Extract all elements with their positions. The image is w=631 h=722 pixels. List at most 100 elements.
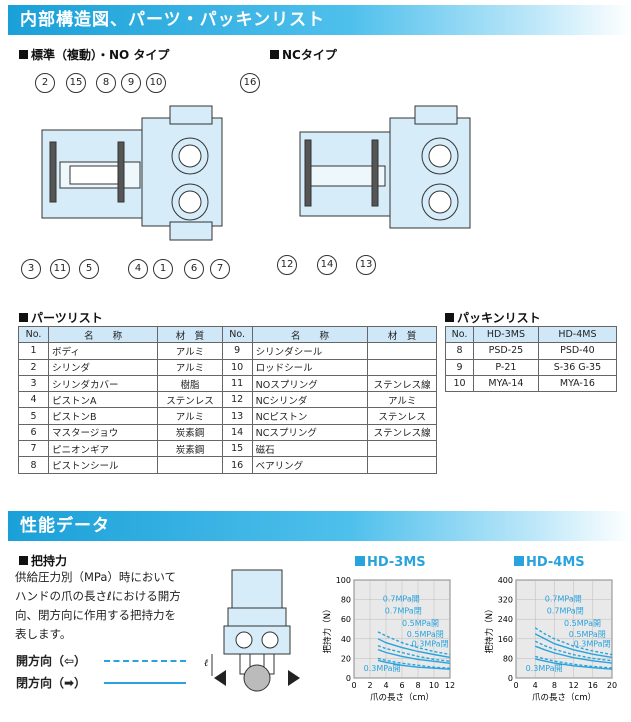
part-material: ステンレス	[157, 391, 223, 409]
packing-col-hd3ms: HD-3MS	[473, 325, 539, 344]
diagram-std-title: 標準（複動）・NO タイプ	[31, 48, 170, 62]
series-line	[377, 631, 451, 656]
legend-open: 開方向（⇦）	[16, 652, 86, 669]
grip-heading: 把持力	[19, 552, 67, 569]
part-material: 炭素鋼	[157, 440, 223, 458]
legend-open-label: 開方向（⇦）	[16, 654, 87, 668]
part-no: 13	[221, 407, 253, 425]
series-line	[377, 645, 451, 662]
x-tick-label: 16	[588, 681, 598, 690]
ell-label: ℓ	[204, 658, 208, 669]
part-no: 15	[221, 440, 253, 458]
grip-text-line: 向、閉方向に作用する把持力を	[15, 608, 176, 622]
callout-16: 16	[240, 73, 260, 93]
part-no: 9	[221, 342, 253, 360]
packing-title: パッキンリスト	[457, 311, 541, 325]
part-no: 3	[18, 374, 49, 393]
part-name: ピストンB	[47, 407, 159, 425]
x-tick-label: 4	[383, 681, 388, 690]
part-no: 5	[18, 407, 49, 425]
part-name: NCスプリング	[251, 423, 369, 442]
legend-close-line	[104, 682, 186, 684]
packing-col-hd4ms: HD-4MS	[537, 325, 618, 344]
part-material: アルミ	[157, 342, 223, 360]
curve-label: 0.3MPa開	[364, 664, 401, 673]
series-line	[534, 627, 613, 656]
series-line	[534, 640, 613, 662]
curve-label: 0.3MPa開	[526, 664, 563, 673]
section-banner-performance: 性能データ	[8, 511, 631, 541]
col-header-name: 名 称	[251, 325, 369, 344]
diagram-std-heading: 標準（複動）・NO タイプ	[19, 46, 169, 63]
packing-hd4ms: MYA-16	[537, 374, 618, 393]
callout-11: 11	[50, 259, 70, 279]
callout-12: 12	[277, 255, 297, 275]
diagram-nc-title: NCタイプ	[282, 48, 337, 62]
part-name: ロッドシール	[251, 358, 369, 376]
part-name: NCピストン	[251, 407, 369, 425]
part-no: 6	[18, 423, 49, 442]
callout-5: 5	[79, 259, 99, 279]
part-material: 樹脂	[157, 374, 223, 393]
x-tick-label: 0	[351, 681, 356, 690]
part-material	[157, 456, 223, 474]
packing-no: 8	[445, 342, 474, 360]
x-tick-label: 8	[415, 681, 420, 690]
callout-13: 13	[356, 255, 376, 275]
y-tick-label: 320	[498, 596, 513, 605]
y-tick-label: 40	[341, 635, 351, 644]
series-line	[377, 648, 451, 664]
series-line	[535, 655, 613, 669]
callout-6: 6	[184, 259, 204, 279]
part-name: ピストンシール	[47, 456, 159, 474]
grip-text-line: 供給圧力別（MPa）時において	[15, 570, 177, 584]
callout-15: 15	[66, 73, 86, 93]
y-axis-label: 把持力（N）	[322, 605, 333, 654]
callout-14: 14	[317, 255, 337, 275]
y-tick-label: 400	[498, 576, 513, 585]
y-tick-label: 0	[346, 674, 351, 683]
cross-section-diagrams	[41, 105, 471, 241]
part-no: 16	[221, 456, 253, 474]
x-tick-label: 2	[367, 681, 372, 690]
y-axis-label: 把持力（N）	[484, 605, 495, 654]
part-material: アルミ	[367, 391, 437, 409]
curve-label: 0.5MPa開	[564, 619, 601, 628]
callout-3: 3	[21, 259, 41, 279]
chart1-title: HD-3MS	[367, 555, 426, 570]
x-tick-label: 20	[607, 681, 617, 690]
x-tick-label: 10	[429, 681, 439, 690]
curve-label: 0.5MPa開	[402, 619, 439, 628]
part-no: 1	[18, 342, 49, 360]
part-no: 4	[18, 391, 49, 409]
series-line	[534, 645, 613, 664]
part-name: NCシリンダ	[251, 391, 369, 409]
curve-label: 0.3MPa閉	[412, 640, 449, 649]
part-name: マスタージョウ	[47, 423, 159, 442]
x-tick-label: 4	[533, 681, 538, 690]
part-material	[367, 358, 437, 376]
x-axis-label: 爪の長さ（cm）	[532, 692, 596, 702]
packing-col-no: No.	[445, 325, 474, 344]
part-material	[367, 440, 437, 458]
legend-close-label: 閉方向（➡）	[16, 676, 87, 690]
packing-hd4ms: PSD-40	[537, 342, 618, 360]
grip-description: 供給圧力別（MPa）時において ハンドの爪の長さℓにおける開方 向、閉方向に作用…	[15, 568, 215, 644]
packing-hd4ms: S-36 G-35	[537, 358, 618, 376]
x-tick-label: 0	[513, 681, 518, 690]
curve-label: 0.7MPa開	[545, 595, 582, 604]
part-name: NOスプリング	[251, 374, 369, 393]
part-name: ピニオンギア	[47, 440, 159, 458]
grip-text-line: 表します。	[15, 627, 72, 641]
part-name: ピストンA	[47, 391, 159, 409]
grip-title: 把持力	[31, 554, 68, 568]
callout-4: 4	[128, 259, 148, 279]
callout-10: 10	[146, 73, 166, 93]
